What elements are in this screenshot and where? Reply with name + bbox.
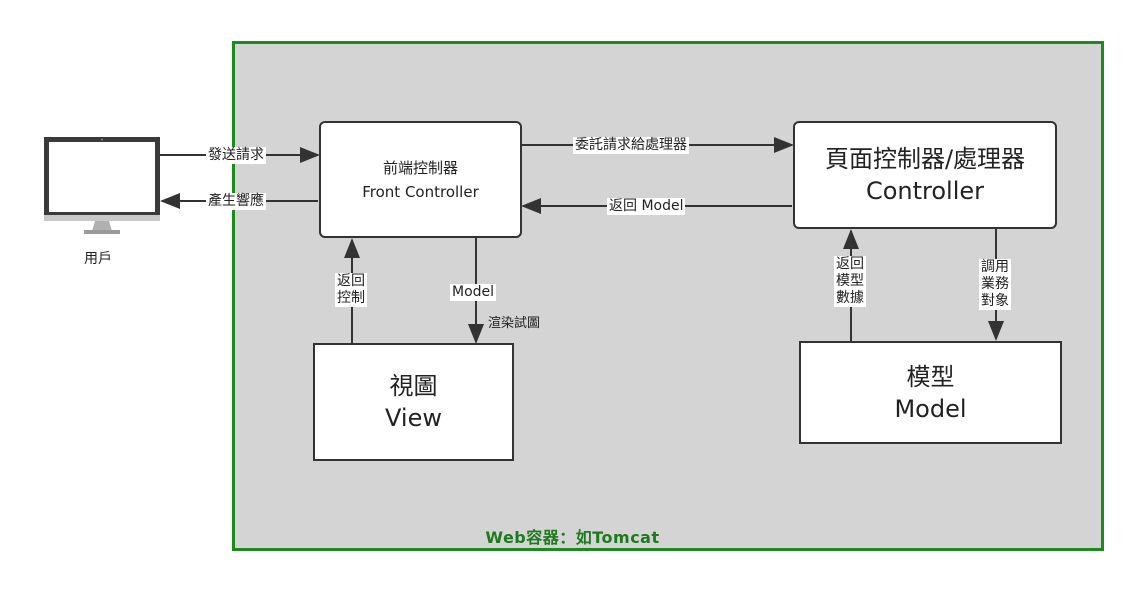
front-controller-title-en: Front Controller — [362, 182, 479, 201]
model-box: 模型 Model — [799, 341, 1062, 444]
label-return-control-l1: 返回 — [337, 273, 365, 289]
label-return-model-data-l2: 模型 — [836, 273, 864, 289]
label-return-model-data-l1: 返回 — [836, 256, 864, 272]
label-render-view: 渲染試圖 — [488, 316, 541, 331]
web-container-label: Web容器：如Tomcat — [485, 528, 660, 547]
label-return-control: 返回 控制 — [335, 273, 367, 307]
model-title-en: Model — [894, 394, 967, 423]
view-title-zh: 視圖 — [389, 372, 438, 400]
label-send-request: 發送請求 — [206, 147, 266, 164]
page-controller-title-en: Controller — [865, 177, 985, 205]
label-call-business: 調用 業務 對象 — [979, 259, 1011, 310]
monitor-drawing — [44, 137, 160, 234]
label-call-business-l2: 業務 — [981, 276, 1009, 292]
label-return-model-data: 返回 模型 數據 — [834, 256, 866, 307]
label-return-model-data-l3: 數據 — [836, 290, 864, 306]
model-title-zh: 模型 — [906, 362, 955, 391]
front-controller-title-zh: 前端控制器 — [382, 158, 458, 177]
view-box: 視圖 View — [313, 343, 514, 461]
label-return-control-l2: 控制 — [337, 290, 365, 306]
label-call-business-l1: 調用 — [981, 259, 1009, 275]
label-produce-response: 產生響應 — [206, 193, 266, 210]
page-controller-box: 頁面控制器/處理器 Controller — [793, 121, 1057, 229]
view-title-en: View — [385, 404, 442, 432]
label-delegate-request: 委託請求給處理器 — [573, 137, 689, 154]
label-model-edge: Model — [450, 284, 497, 301]
front-controller-box: 前端控制器 Front Controller — [319, 121, 522, 238]
desktop-monitor-icon — [44, 137, 160, 237]
user-label: 用戶 — [84, 251, 112, 267]
label-return-model: 返回 Model — [607, 198, 686, 215]
label-call-business-l3: 對象 — [981, 293, 1009, 309]
page-controller-title-zh: 頁面控制器/處理器 — [824, 145, 1026, 173]
